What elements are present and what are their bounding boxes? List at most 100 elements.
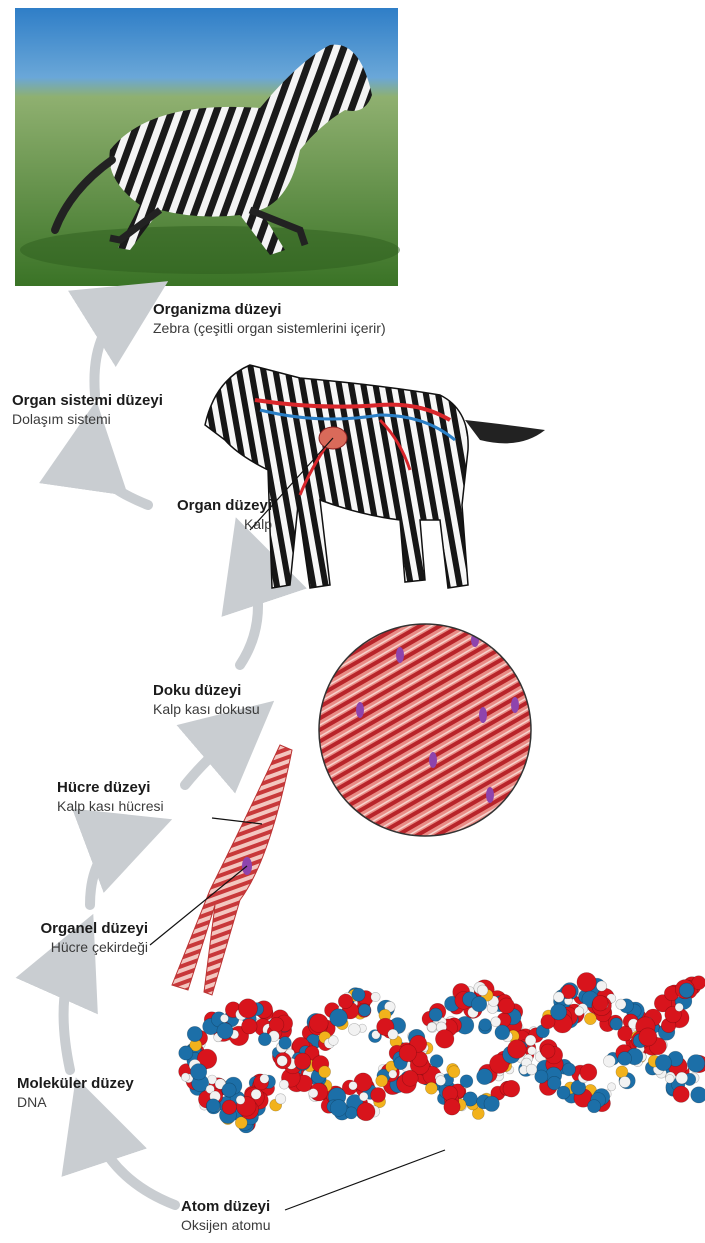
organism-level-title: Organizma düzeyi	[153, 301, 386, 320]
dna-atom	[616, 1066, 628, 1078]
dna-atom	[541, 1044, 555, 1058]
dna-atom	[349, 1081, 358, 1090]
dna-atom	[330, 1009, 348, 1027]
dna-atom	[358, 1004, 370, 1016]
dna-atom	[471, 996, 486, 1011]
dna-atom	[479, 1019, 491, 1031]
dna-atom	[376, 1075, 388, 1087]
atom-level-subtitle: Oksijen atomu	[181, 1217, 270, 1235]
organelle-level-title: Organel düzeyi	[10, 920, 148, 939]
dna-atom	[588, 1100, 601, 1113]
tissue-level-title: Doku düzeyi	[153, 682, 260, 701]
dna-atom	[371, 992, 380, 1001]
dna-atom	[389, 1070, 397, 1078]
cell-level-subtitle: Kalp kası hücresi	[57, 798, 164, 816]
dna-atom	[665, 1074, 674, 1083]
dna-atom	[359, 1092, 368, 1101]
dna-atom	[676, 1072, 688, 1084]
dna-atom	[580, 1064, 597, 1081]
dna-atom	[242, 1019, 258, 1035]
dna-atom	[430, 1055, 443, 1068]
dna-atom	[399, 1044, 416, 1061]
dna-atom	[277, 1056, 288, 1067]
dna-atom	[309, 1089, 318, 1098]
organ-system-level-title: Organ sistemi düzeyi	[12, 392, 163, 411]
dna-atom	[675, 1003, 683, 1011]
organ-system-level-subtitle: Dolaşım sistemi	[12, 411, 163, 429]
dna-atom	[551, 1004, 567, 1020]
dna-atom	[596, 981, 606, 991]
dna-atom	[495, 1025, 510, 1040]
dna-atom	[220, 1014, 228, 1022]
dna-atom	[206, 1099, 220, 1113]
dna-atom	[491, 1017, 501, 1027]
cell-level-title: Hücre düzeyi	[57, 779, 164, 798]
dna-atom	[260, 1074, 269, 1083]
heart-muscle-tissue-illustration	[315, 620, 535, 840]
dna-atom	[444, 1099, 460, 1115]
dna-atom	[429, 1008, 442, 1021]
dna-atom	[222, 1100, 236, 1114]
dna-atom	[187, 1026, 202, 1041]
zebra-photo	[15, 8, 400, 286]
dna-atom	[348, 1023, 360, 1035]
dna-atom	[563, 1063, 576, 1076]
dna-atom	[279, 1037, 292, 1050]
dna-atom	[616, 999, 626, 1009]
dna-atom	[484, 1096, 499, 1111]
dna-atom	[181, 1073, 189, 1081]
label-organ-system-level: Organ sistemi düzeyi Dolaşım sistemi	[12, 392, 163, 428]
tissue-level-subtitle: Kalp kası dokusu	[153, 701, 260, 719]
dna-atom	[584, 1013, 596, 1025]
dna-atom	[673, 1086, 689, 1102]
dna-atom	[388, 1029, 398, 1039]
dna-atom	[436, 1076, 446, 1086]
dna-atom	[477, 985, 488, 996]
dna-atom	[526, 1064, 537, 1075]
label-atom-level: Atom düzeyi Oksijen atomu	[181, 1198, 270, 1234]
dna-atom	[448, 1066, 460, 1078]
dna-atom	[687, 1055, 705, 1073]
dna-atom	[258, 1033, 271, 1046]
dna-atom	[435, 1030, 454, 1049]
label-organelle-level: Organel düzeyi Hücre çekirdeği	[10, 920, 148, 956]
dna-atom	[319, 1066, 331, 1078]
label-tissue-level: Doku düzeyi Kalp kası dokusu	[153, 682, 260, 718]
dna-atom	[639, 1028, 657, 1046]
dna-atom	[269, 1017, 284, 1032]
dna-atom	[236, 1095, 245, 1104]
dna-atom	[338, 994, 353, 1009]
dna-atom	[330, 1100, 347, 1117]
dna-atom	[691, 1087, 705, 1103]
dna-atom	[427, 1022, 436, 1031]
label-organ-level: Organ düzeyi Kalp	[152, 497, 272, 533]
heart-muscle-cell-illustration	[150, 745, 292, 995]
dna-atom	[593, 995, 609, 1011]
dna-atom	[354, 1073, 372, 1091]
dna-atom	[222, 1083, 236, 1097]
dna-atom	[603, 1055, 615, 1067]
dna-atom	[499, 998, 515, 1014]
dna-atom	[575, 1007, 584, 1016]
label-cell-level: Hücre düzeyi Kalp kası hücresi	[57, 779, 164, 815]
dna-atom	[329, 1036, 339, 1046]
organ-level-title: Organ düzeyi	[152, 497, 272, 516]
dna-atom	[425, 1082, 437, 1094]
dna-atom	[357, 1103, 375, 1121]
dna-atom	[503, 1080, 520, 1097]
dna-atom	[618, 1052, 632, 1066]
dna-atom	[619, 1076, 630, 1087]
dna-atom	[655, 1055, 671, 1071]
organ-level-subtitle: Kalp	[152, 516, 272, 534]
dna-atom	[525, 1035, 536, 1046]
dna-atom	[460, 1075, 473, 1088]
dna-atom	[508, 1040, 527, 1059]
dna-molecule-illustration	[179, 973, 705, 1133]
dna-atom	[577, 973, 596, 992]
dna-atom	[179, 1046, 193, 1060]
dna-atom	[371, 1088, 386, 1103]
dna-atom	[352, 988, 365, 1001]
dna-atom	[238, 999, 257, 1018]
